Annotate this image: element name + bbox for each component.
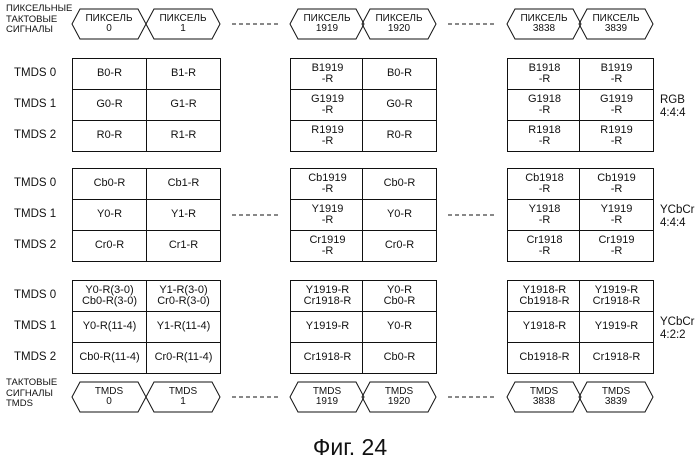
table-cell: R0-R xyxy=(362,120,437,152)
table-cell: G1919 -R xyxy=(290,89,365,121)
table-cell: B0-R xyxy=(72,58,147,90)
table-cell: Y1919-R Cr1918-R xyxy=(290,280,365,312)
table-cell: B0-R xyxy=(362,58,437,90)
row-label: TMDS 1 xyxy=(14,208,56,221)
table-cell: Cr0-R xyxy=(362,230,437,262)
table-cell: Cb1918-R xyxy=(507,342,582,374)
row-label: TMDS 0 xyxy=(14,67,56,80)
table-cell: Cb1919 -R xyxy=(290,168,365,200)
table-cell: B1919 -R xyxy=(290,58,365,90)
table-cell: G0-R xyxy=(72,89,147,121)
row-label: TMDS 2 xyxy=(14,351,56,364)
table-cell: R1919 -R xyxy=(579,120,654,152)
tmds-clock-hex: TMDS 3838 xyxy=(507,382,581,412)
table-cell: Y1919 -R xyxy=(579,199,654,231)
table-cell: Y1919-R xyxy=(290,311,365,343)
table-cell: R1919 -R xyxy=(290,120,365,152)
format-label: YCbCr 4:2:2 xyxy=(660,316,695,342)
table-cell: Y1919-R Cr1918-R xyxy=(579,280,654,312)
table-cell: Cb0-R(11-4) xyxy=(72,342,147,374)
table-cell: Y1918 -R xyxy=(507,199,582,231)
table-cell: Cr0-R(11-4) xyxy=(146,342,221,374)
row-label: TMDS 0 xyxy=(14,177,56,190)
table-cell: R1-R xyxy=(146,120,221,152)
table-cell: Y1-R(3-0) Cr0-R(3-0) xyxy=(146,280,221,312)
tmds-clock-hex: TMDS 3839 xyxy=(579,382,653,412)
row-label: TMDS 2 xyxy=(14,129,56,142)
table-cell: Y1918-R Cb1918-R xyxy=(507,280,582,312)
table-cell: Cb1-R xyxy=(146,168,221,200)
table-cell: G0-R xyxy=(362,89,437,121)
table-cell: Cr0-R xyxy=(72,230,147,262)
table-cell: Cb1919 -R xyxy=(579,168,654,200)
table-cell: Y0-R(3-0) Cb0-R(3-0) xyxy=(72,280,147,312)
row-label: TMDS 2 xyxy=(14,239,56,252)
pixel-clock-hex: ПИКСЕЛЬ 3838 xyxy=(507,9,581,39)
table-cell: Cb0-R xyxy=(72,168,147,200)
table-cell: Cr1918-R xyxy=(579,342,654,374)
pixel-clock-hex: ПИКСЕЛЬ 0 xyxy=(72,9,146,39)
pixel-clock-hex: ПИКСЕЛЬ 3839 xyxy=(579,9,653,39)
row-label: TMDS 1 xyxy=(14,320,56,333)
table-cell: G1919 -R xyxy=(579,89,654,121)
table-cell: Y1919 -R xyxy=(290,199,365,231)
table-cell: R1918 -R xyxy=(507,120,582,152)
table-cell: Y1-R xyxy=(146,199,221,231)
tmds-clocks-label: ТАКТОВЫЕ СИГНАЛЫ TMDS xyxy=(6,378,57,410)
pixel-clock-hex: ПИКСЕЛЬ 1920 xyxy=(362,9,436,39)
table-cell: B1918 -R xyxy=(507,58,582,90)
table-cell: Y0-R Cb0-R xyxy=(362,280,437,312)
row-label: TMDS 1 xyxy=(14,98,56,111)
table-cell: Y0-R xyxy=(362,199,437,231)
table-cell: G1918 -R xyxy=(507,89,582,121)
tmds-clock-hex: TMDS 1919 xyxy=(290,382,364,412)
table-cell: Y1-R(11-4) xyxy=(146,311,221,343)
table-cell: B1-R xyxy=(146,58,221,90)
table-cell: Cr1919 -R xyxy=(579,230,654,262)
tmds-clock-hex: TMDS 1 xyxy=(146,382,220,412)
format-label: RGB 4:4:4 xyxy=(660,94,686,120)
table-cell: Cr1-R xyxy=(146,230,221,262)
table-cell: G1-R xyxy=(146,89,221,121)
table-cell: Cr1919 -R xyxy=(290,230,365,262)
pixel-clock-hex: ПИКСЕЛЬ 1 xyxy=(146,9,220,39)
table-cell: Y0-R xyxy=(362,311,437,343)
table-cell: Cr1918-R xyxy=(290,342,365,374)
table-cell: Cb0-R xyxy=(362,342,437,374)
table-cell: Y0-R(11-4) xyxy=(72,311,147,343)
table-cell: Y1918-R xyxy=(507,311,582,343)
pixel-clocks-label: ПИКСЕЛЬНЫЕ ТАКТОВЫЕ СИГНАЛЫ xyxy=(6,4,72,36)
table-cell: R0-R xyxy=(72,120,147,152)
pixel-clock-hex: ПИКСЕЛЬ 1919 xyxy=(290,9,364,39)
figure-caption: Фиг. 24 xyxy=(0,434,700,460)
tmds-clock-hex: TMDS 1920 xyxy=(362,382,436,412)
table-cell: Cb0-R xyxy=(362,168,437,200)
table-cell: Y0-R xyxy=(72,199,147,231)
table-cell: Cr1918 -R xyxy=(507,230,582,262)
tmds-clock-hex: TMDS 0 xyxy=(72,382,146,412)
table-cell: Y1919-R xyxy=(579,311,654,343)
table-cell: Cb1918 -R xyxy=(507,168,582,200)
table-cell: B1919 -R xyxy=(579,58,654,90)
row-label: TMDS 0 xyxy=(14,289,56,302)
format-label: YCbCr 4:4:4 xyxy=(660,204,695,230)
